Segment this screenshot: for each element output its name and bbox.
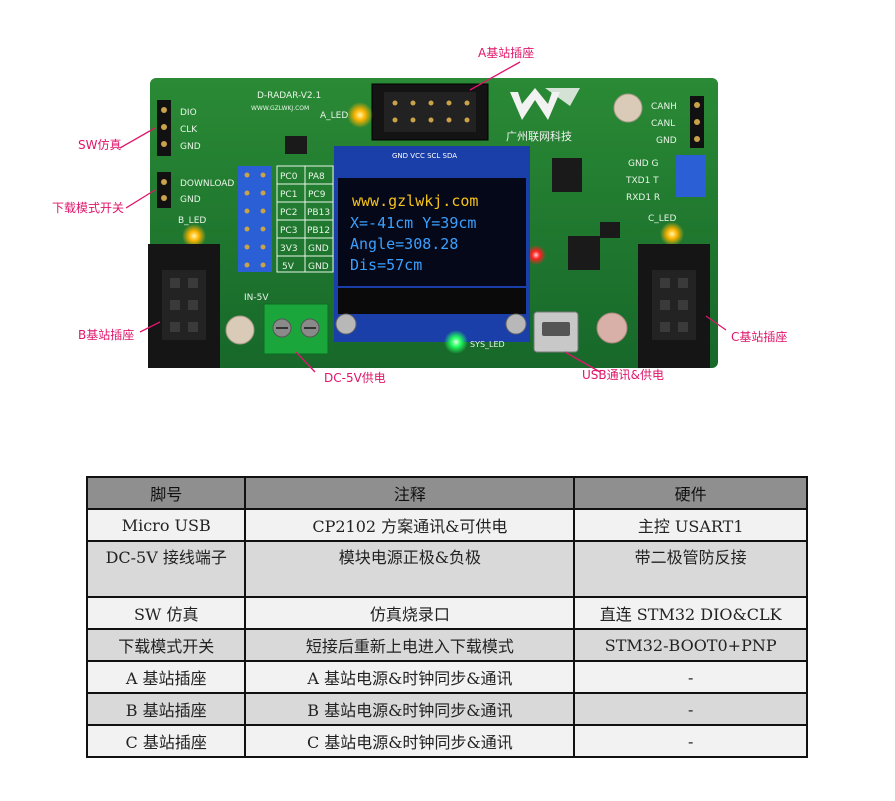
table-row: B 基站插座 B 基站电源&时钟同步&通讯 - — [85, 692, 808, 726]
table-row: Micro USB CP2102 方案通讯&可供电 主控 USART1 — [85, 508, 808, 542]
c-led-label: C_LED — [648, 214, 676, 224]
download-header — [157, 172, 171, 208]
callout-b-socket: B基站插座 — [78, 328, 135, 342]
table-row: A 基站插座 A 基站电源&时钟同步&通讯 - — [85, 660, 808, 694]
a-led — [347, 102, 373, 128]
can-pin-gnd: GND — [656, 136, 677, 146]
uart-pin-gnd: GND G — [628, 159, 658, 169]
oled-pin-labels: GND VCC SCL SDA — [392, 152, 457, 160]
table-cell: B 基站电源&时钟同步&通讯 — [244, 692, 576, 726]
b-led-label: B_LED — [178, 216, 206, 226]
ic-chip — [600, 222, 620, 238]
oled-screen — [338, 178, 526, 286]
table-header-row: 脚号 注释 硬件 — [85, 476, 808, 510]
callout-sw: SW仿真 — [78, 138, 122, 152]
pin-label: 5V — [282, 262, 295, 272]
pin-label: GND — [308, 262, 329, 272]
mount-post — [613, 93, 643, 123]
table-cell: C 基站插座 — [85, 724, 247, 758]
table-cell: 直连 STM32 DIO&CLK — [573, 596, 808, 630]
col-header-hardware: 硬件 — [573, 476, 808, 510]
table-cell: SW 仿真 — [85, 596, 247, 630]
oled-line-4: Dis=57cm — [350, 256, 422, 274]
table-cell: A 基站插座 — [85, 660, 247, 694]
col-header-note: 注释 — [244, 476, 576, 510]
pin-label: PA8 — [308, 172, 325, 182]
table-cell: 模块电源正极&负极 — [244, 540, 576, 598]
pin-table: 脚号 注释 硬件 Micro USB CP2102 方案通讯&可供电 主控 US… — [85, 476, 808, 758]
pin-label: 3V3 — [280, 244, 298, 254]
pin-label: GND — [308, 244, 329, 254]
table-cell: CP2102 方案通讯&可供电 — [244, 508, 576, 542]
pin-label: PB13 — [307, 208, 330, 218]
pin-label: PC2 — [280, 208, 297, 218]
table-cell: C 基站电源&时钟同步&通讯 — [244, 724, 576, 758]
pin-label: PB12 — [307, 226, 330, 236]
callout-download: 下载模式开关 — [52, 201, 125, 215]
download-pin-label: DOWNLOAD — [180, 179, 234, 189]
pin-header-blue — [238, 166, 272, 272]
table-cell: STM32-BOOT0+PNP — [573, 628, 808, 662]
oled-line-2: X=-41cm Y=39cm — [350, 214, 476, 232]
can-pin-l: CANL — [651, 119, 675, 129]
can-pin-h: CANH — [651, 102, 677, 112]
table-cell: DC-5V 接线端子 — [85, 540, 247, 598]
table-row: C 基站插座 C 基站电源&时钟同步&通讯 - — [85, 724, 808, 758]
callout-a-socket: A基站插座 — [478, 46, 535, 60]
uart-pin-txd: TXD1 T — [625, 176, 659, 186]
brand-name: 广州联网科技 — [506, 129, 572, 143]
mount-post — [225, 315, 255, 345]
uart-jumper — [676, 155, 706, 197]
sw-pin-clk: CLK — [180, 125, 198, 135]
ic-chip — [568, 236, 600, 270]
table-cell: - — [573, 692, 808, 726]
uart-pin-rxd: RXD1 R — [626, 193, 660, 203]
red-led — [526, 245, 546, 265]
table-row: 下载模式开关 短接后重新上电进入下载模式 STM32-BOOT0+PNP — [85, 628, 808, 662]
col-header-pin: 脚号 — [85, 476, 247, 510]
board-figure: D-RADAR-V2.1 WWW.GZLWKJ.COM DIO CLK GND … — [52, 46, 788, 385]
download-pin-gnd: GND — [180, 195, 201, 205]
table-row: SW 仿真 仿真烧录口 直连 STM32 DIO&CLK — [85, 596, 808, 630]
board-model: D-RADAR-V2.1 — [257, 91, 321, 101]
table-cell: 主控 USART1 — [573, 508, 808, 542]
pin-label: PC9 — [308, 190, 326, 200]
oled-line-1: www.gzlwkj.com — [352, 192, 478, 210]
table-cell: - — [573, 724, 808, 758]
a-led-label: A_LED — [320, 111, 348, 121]
b-led — [182, 224, 206, 248]
pin-label: PC1 — [280, 190, 297, 200]
pin-label: PC0 — [280, 172, 298, 182]
sys-led — [444, 330, 468, 354]
table-row: DC-5V 接线端子 模块电源正极&负极 带二极管防反接 — [85, 540, 808, 598]
callout-usb: USB通讯&供电 — [582, 368, 664, 382]
mount-post — [596, 312, 628, 344]
sw-pin-dio: DIO — [180, 108, 197, 118]
ic-chip — [552, 158, 582, 192]
board-illustration: D-RADAR-V2.1 WWW.GZLWKJ.COM DIO CLK GND … — [119, 61, 727, 373]
brand-logo — [510, 88, 580, 120]
table-cell: A 基站电源&时钟同步&通讯 — [244, 660, 576, 694]
pin-label: PC3 — [280, 226, 297, 236]
c-led — [660, 222, 684, 246]
table-cell: 仿真烧录口 — [244, 596, 576, 630]
ic-chip — [285, 136, 307, 154]
table-cell: 下载模式开关 — [85, 628, 247, 662]
screw — [335, 313, 357, 335]
table-cell: 带二极管防反接 — [573, 540, 808, 598]
sys-led-label: SYS_LED — [470, 340, 505, 349]
callout-c-socket: C基站插座 — [731, 330, 788, 344]
table-cell: Micro USB — [85, 508, 247, 542]
callout-dc5v: DC-5V供电 — [324, 371, 386, 385]
table-cell: B 基站插座 — [85, 692, 247, 726]
sw-pin-gnd: GND — [180, 142, 201, 152]
board-url: WWW.GZLWKJ.COM — [251, 105, 309, 112]
table-cell: 短接后重新上电进入下载模式 — [244, 628, 576, 662]
oled-line-3: Angle=308.28 — [350, 235, 458, 253]
screw — [505, 313, 527, 335]
table-cell: - — [573, 660, 808, 694]
in5v-label: IN-5V — [244, 293, 269, 303]
